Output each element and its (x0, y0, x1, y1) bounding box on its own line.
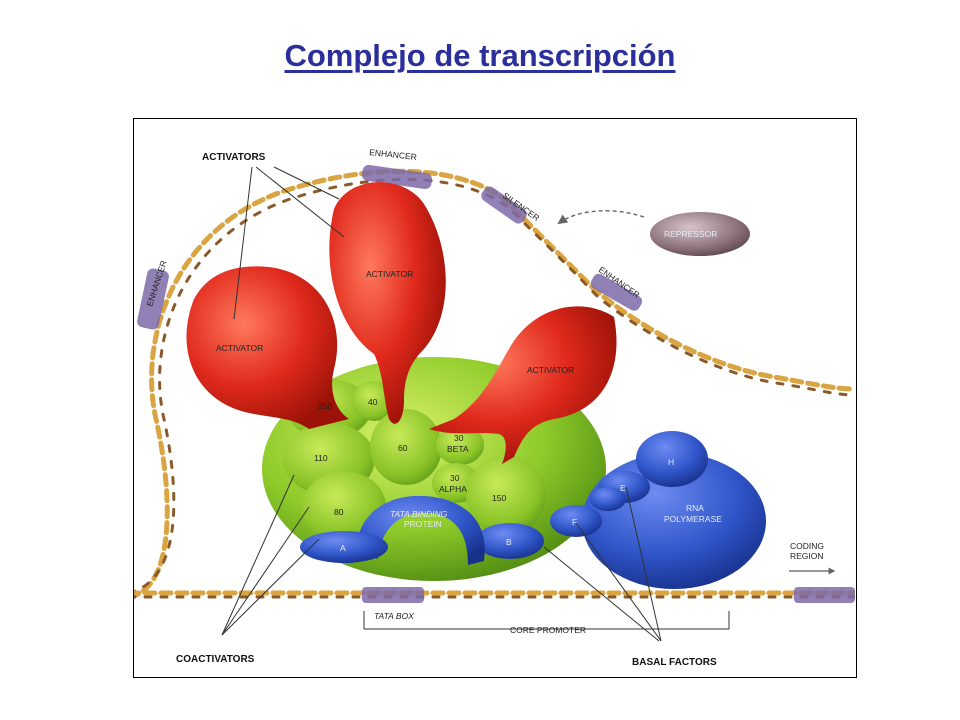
tata-box-region (362, 587, 424, 603)
activators (186, 182, 617, 464)
activators-label: ACTIVATORS (202, 152, 266, 163)
slide-title: Complejo de transcripción (284, 38, 676, 73)
basal-factor-a-label: A (340, 543, 346, 553)
basal-factor-h (636, 431, 708, 487)
basal-factor-f-upper (590, 487, 626, 511)
activator-middle (329, 182, 446, 424)
coactivator-30-beta-num: 30 (454, 433, 464, 443)
tbp-label-line2: PROTEIN (404, 519, 442, 529)
repressor-arrow (557, 210, 645, 225)
coactivator-80-label: 80 (334, 507, 344, 517)
basal-factors (300, 431, 766, 589)
basal-factors-label: BASAL FACTORS (632, 657, 717, 668)
basal-factor-f-label: F (572, 517, 577, 527)
dna-regulatory-regions (137, 164, 855, 603)
coding-region-dna (794, 587, 855, 603)
enhancer-region-left (137, 268, 169, 330)
tata-box-label: TATA BOX (374, 611, 414, 621)
diagram-frame: ACTIVATORS ENHANCER SILENCER ENHANCER EN… (133, 118, 857, 678)
coactivator-30-alpha-num: 30 (450, 473, 460, 483)
coactivator-150 (466, 455, 546, 535)
tata-binding-protein (356, 495, 485, 565)
leader-lines (221, 166, 836, 642)
activator-left (186, 266, 349, 429)
coactivator-150-label: 150 (492, 493, 506, 503)
basal-factor-h-label: H (668, 457, 674, 467)
repressor (650, 212, 750, 256)
core-promoter-label: CORE PROMOTER (510, 625, 586, 635)
rna-polymerase-label-line1: RNA (686, 503, 704, 513)
basal-factor-e-label: E (620, 483, 626, 493)
enhancer-label-top: ENHANCER (369, 147, 417, 162)
enhancer-region-top (362, 164, 432, 190)
repressor-label: REPRESSOR (664, 229, 717, 239)
coding-region-label-line1: CODING (790, 541, 824, 551)
activator-left-label: ACTIVATOR (216, 343, 263, 353)
basal-factor-b-label: B (506, 537, 512, 547)
coactivator-30-alpha-word: ALPHA (439, 484, 467, 494)
coactivator-30-beta-word: BETA (447, 444, 469, 454)
basal-factor-b (476, 523, 544, 559)
silencer-region (481, 186, 527, 224)
basal-factor-a (300, 531, 388, 563)
transcription-complex-diagram: ACTIVATORS ENHANCER SILENCER ENHANCER EN… (134, 147, 855, 668)
coactivator-110-label: 110 (314, 453, 328, 463)
coding-region-label-line2: REGION (790, 551, 824, 561)
coactivator-30-beta (436, 425, 484, 465)
enhancer-region-right (590, 273, 643, 311)
coactivator-60 (370, 409, 442, 485)
activator-right-label: ACTIVATOR (527, 365, 574, 375)
basal-factor-f (550, 505, 602, 537)
activator-right (429, 306, 617, 464)
rna-polymerase-label-line2: POLYMERASE (664, 514, 722, 524)
coactivator-250-label: 250 (318, 401, 332, 411)
tbp-label-line1: TATA BINDING (390, 509, 448, 519)
activator-middle-label: ACTIVATOR (366, 269, 413, 279)
coactivator-40-label: 40 (368, 397, 378, 407)
coactivators-label: COACTIVATORS (176, 654, 255, 665)
coactivator-60-label: 60 (398, 443, 408, 453)
